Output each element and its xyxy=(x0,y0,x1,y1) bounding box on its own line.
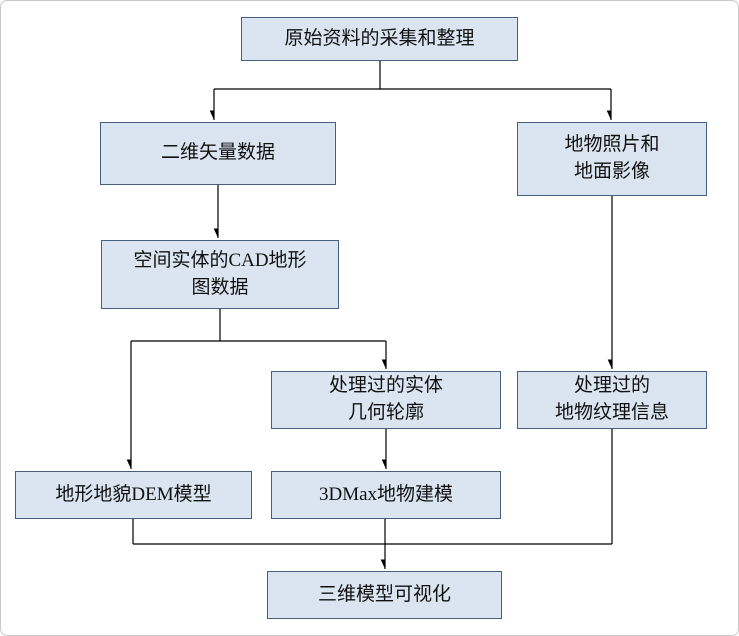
node-3d-visualization: 三维模型可视化 xyxy=(267,571,502,619)
node-source-collection: 原始资料的采集和整理 xyxy=(241,17,518,61)
node-cad-terrain-data: 空间实体的CAD地形 图数据 xyxy=(101,240,339,309)
node-dem-model: 地形地貌DEM模型 xyxy=(15,471,252,519)
node-processed-texture-info: 处理过的 地物纹理信息 xyxy=(517,371,707,429)
node-photos-and-images: 地物照片和 地面影像 xyxy=(517,122,707,196)
node-2d-vector-data: 二维矢量数据 xyxy=(100,122,336,185)
node-3dmax-modeling: 3DMax地物建模 xyxy=(271,471,501,519)
node-processed-entity-outline: 处理过的实体 几何轮廓 xyxy=(271,371,501,429)
